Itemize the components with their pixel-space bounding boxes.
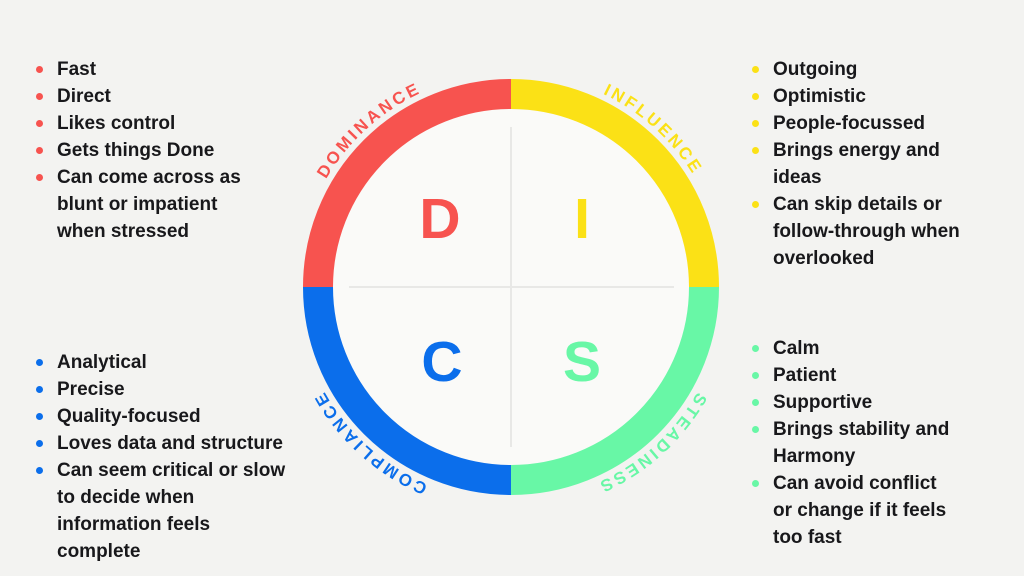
ring-arc-steadiness — [510, 286, 719, 495]
trait-text: Can seem critical or slow to decide when… — [57, 460, 286, 562]
trait-text: Calm — [773, 338, 820, 359]
bullet-dot — [36, 120, 43, 127]
trait-text: Analytical — [57, 352, 147, 373]
bullet-dot — [36, 440, 43, 447]
trait-item: People-focussed — [748, 110, 983, 137]
trait-text: Can skip details or follow-through when … — [773, 194, 960, 269]
trait-text: Patient — [773, 365, 837, 386]
trait-item: Can skip details or follow-through when … — [748, 191, 983, 272]
bullet-dot — [36, 386, 43, 393]
trait-item: Gets things Done — [32, 137, 260, 164]
trait-text: Fast — [57, 59, 97, 80]
trait-text: Optimistic — [773, 86, 866, 107]
trait-item: Brings stability and Harmony — [748, 416, 958, 470]
trait-text: Outgoing — [773, 59, 858, 80]
letter-influence: I — [574, 187, 590, 251]
bullet-dot — [752, 201, 759, 208]
trait-item: Loves data and structure — [32, 430, 294, 457]
letter-compliance: C — [421, 330, 462, 394]
bullet-dot — [752, 93, 759, 100]
trait-text: Brings energy and ideas — [773, 140, 940, 188]
bullet-dot — [36, 147, 43, 154]
bullet-dot — [752, 120, 759, 127]
bullet-dot — [36, 174, 43, 181]
trait-item: Can avoid conflict or change if it feels… — [748, 470, 958, 551]
trait-text: Can avoid conflict or change if it feels… — [773, 473, 947, 548]
trait-text: Direct — [57, 86, 111, 107]
trait-text: Quality-focused — [57, 406, 201, 427]
ring-arc-compliance — [303, 286, 512, 495]
trait-text: People-focussed — [773, 113, 926, 134]
trait-text: Brings stability and Harmony — [773, 419, 950, 467]
bullet-dot — [752, 66, 759, 73]
bullet-dot — [36, 359, 43, 366]
bullet-dot — [752, 399, 759, 406]
bullet-dot — [752, 372, 759, 379]
bullet-dot — [752, 426, 759, 433]
trait-item: Precise — [32, 376, 294, 403]
bullet-dot — [752, 147, 759, 154]
trait-item: Can come across as blunt or impatient wh… — [32, 164, 260, 245]
trait-item: Brings energy and ideas — [748, 137, 983, 191]
bullet-dot — [36, 413, 43, 420]
bullet-dot — [752, 480, 759, 487]
bullet-dot — [36, 467, 43, 474]
letter-steadiness: S — [563, 330, 601, 394]
trait-item: Optimistic — [748, 83, 983, 110]
ring-arc-dominance — [303, 79, 512, 288]
trait-item: Direct — [32, 83, 260, 110]
trait-item: Can seem critical or slow to decide when… — [32, 457, 294, 565]
trait-text: Likes control — [57, 113, 176, 134]
trait-item: Fast — [32, 56, 260, 83]
trait-item: Outgoing — [748, 56, 983, 83]
trait-item: Calm — [748, 335, 958, 362]
trait-text: Loves data and structure — [57, 433, 283, 454]
trait-text: Can come across as blunt or impatient wh… — [57, 167, 241, 242]
bullet-dot — [752, 345, 759, 352]
trait-item: Likes control — [32, 110, 260, 137]
trait-item: Patient — [748, 362, 958, 389]
trait-item: Quality-focused — [32, 403, 294, 430]
bullet-dot — [36, 93, 43, 100]
trait-item: Supportive — [748, 389, 958, 416]
trait-text: Precise — [57, 379, 125, 400]
ring-arc-influence — [510, 79, 719, 288]
trait-text: Supportive — [773, 392, 873, 413]
trait-item: Analytical — [32, 349, 294, 376]
letter-dominance: D — [419, 187, 460, 251]
trait-text: Gets things Done — [57, 140, 215, 161]
bullet-dot — [36, 66, 43, 73]
